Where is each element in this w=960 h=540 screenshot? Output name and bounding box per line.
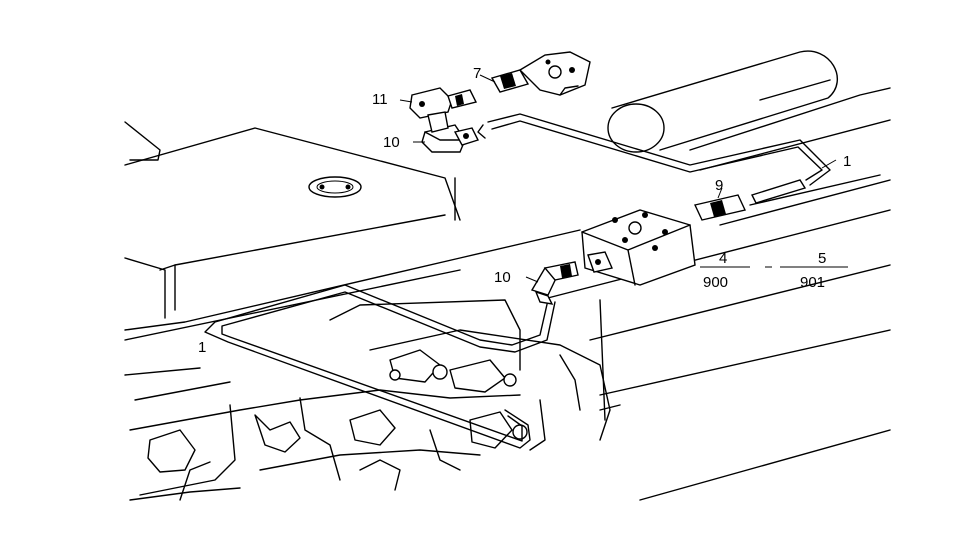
callout-10-lower: 10 <box>494 269 511 286</box>
pipe-1-lower <box>204 284 556 449</box>
callout-7: 7 <box>473 65 481 82</box>
callout-1-upper: 1 <box>843 153 851 170</box>
callout-1-lower: 1 <box>198 339 206 356</box>
callout-4: 4 <box>719 250 727 267</box>
fitting-9 <box>694 179 807 221</box>
cover-plate <box>308 176 362 198</box>
transmission-housing <box>129 299 621 501</box>
leader-lines <box>399 74 848 283</box>
callout-5: 5 <box>818 250 826 267</box>
tee-11 <box>409 87 478 133</box>
callout-labels: 1 1 4 900 5 901 7 9 10 10 11 <box>198 65 851 356</box>
elbow-10-lower <box>530 261 579 305</box>
tractor-body-outline <box>124 119 891 501</box>
callout-10-upper: 10 <box>383 134 400 151</box>
callout-9: 9 <box>715 177 723 194</box>
hydraulic-pump <box>581 209 696 286</box>
pipe-1-upper <box>477 113 831 186</box>
elbow-10-upper <box>421 124 479 153</box>
callout-901: 901 <box>800 274 825 291</box>
callout-900: 900 <box>703 274 728 291</box>
callout-11: 11 <box>372 91 388 108</box>
tank-cylinder <box>607 50 891 153</box>
connector-7 <box>490 51 591 96</box>
